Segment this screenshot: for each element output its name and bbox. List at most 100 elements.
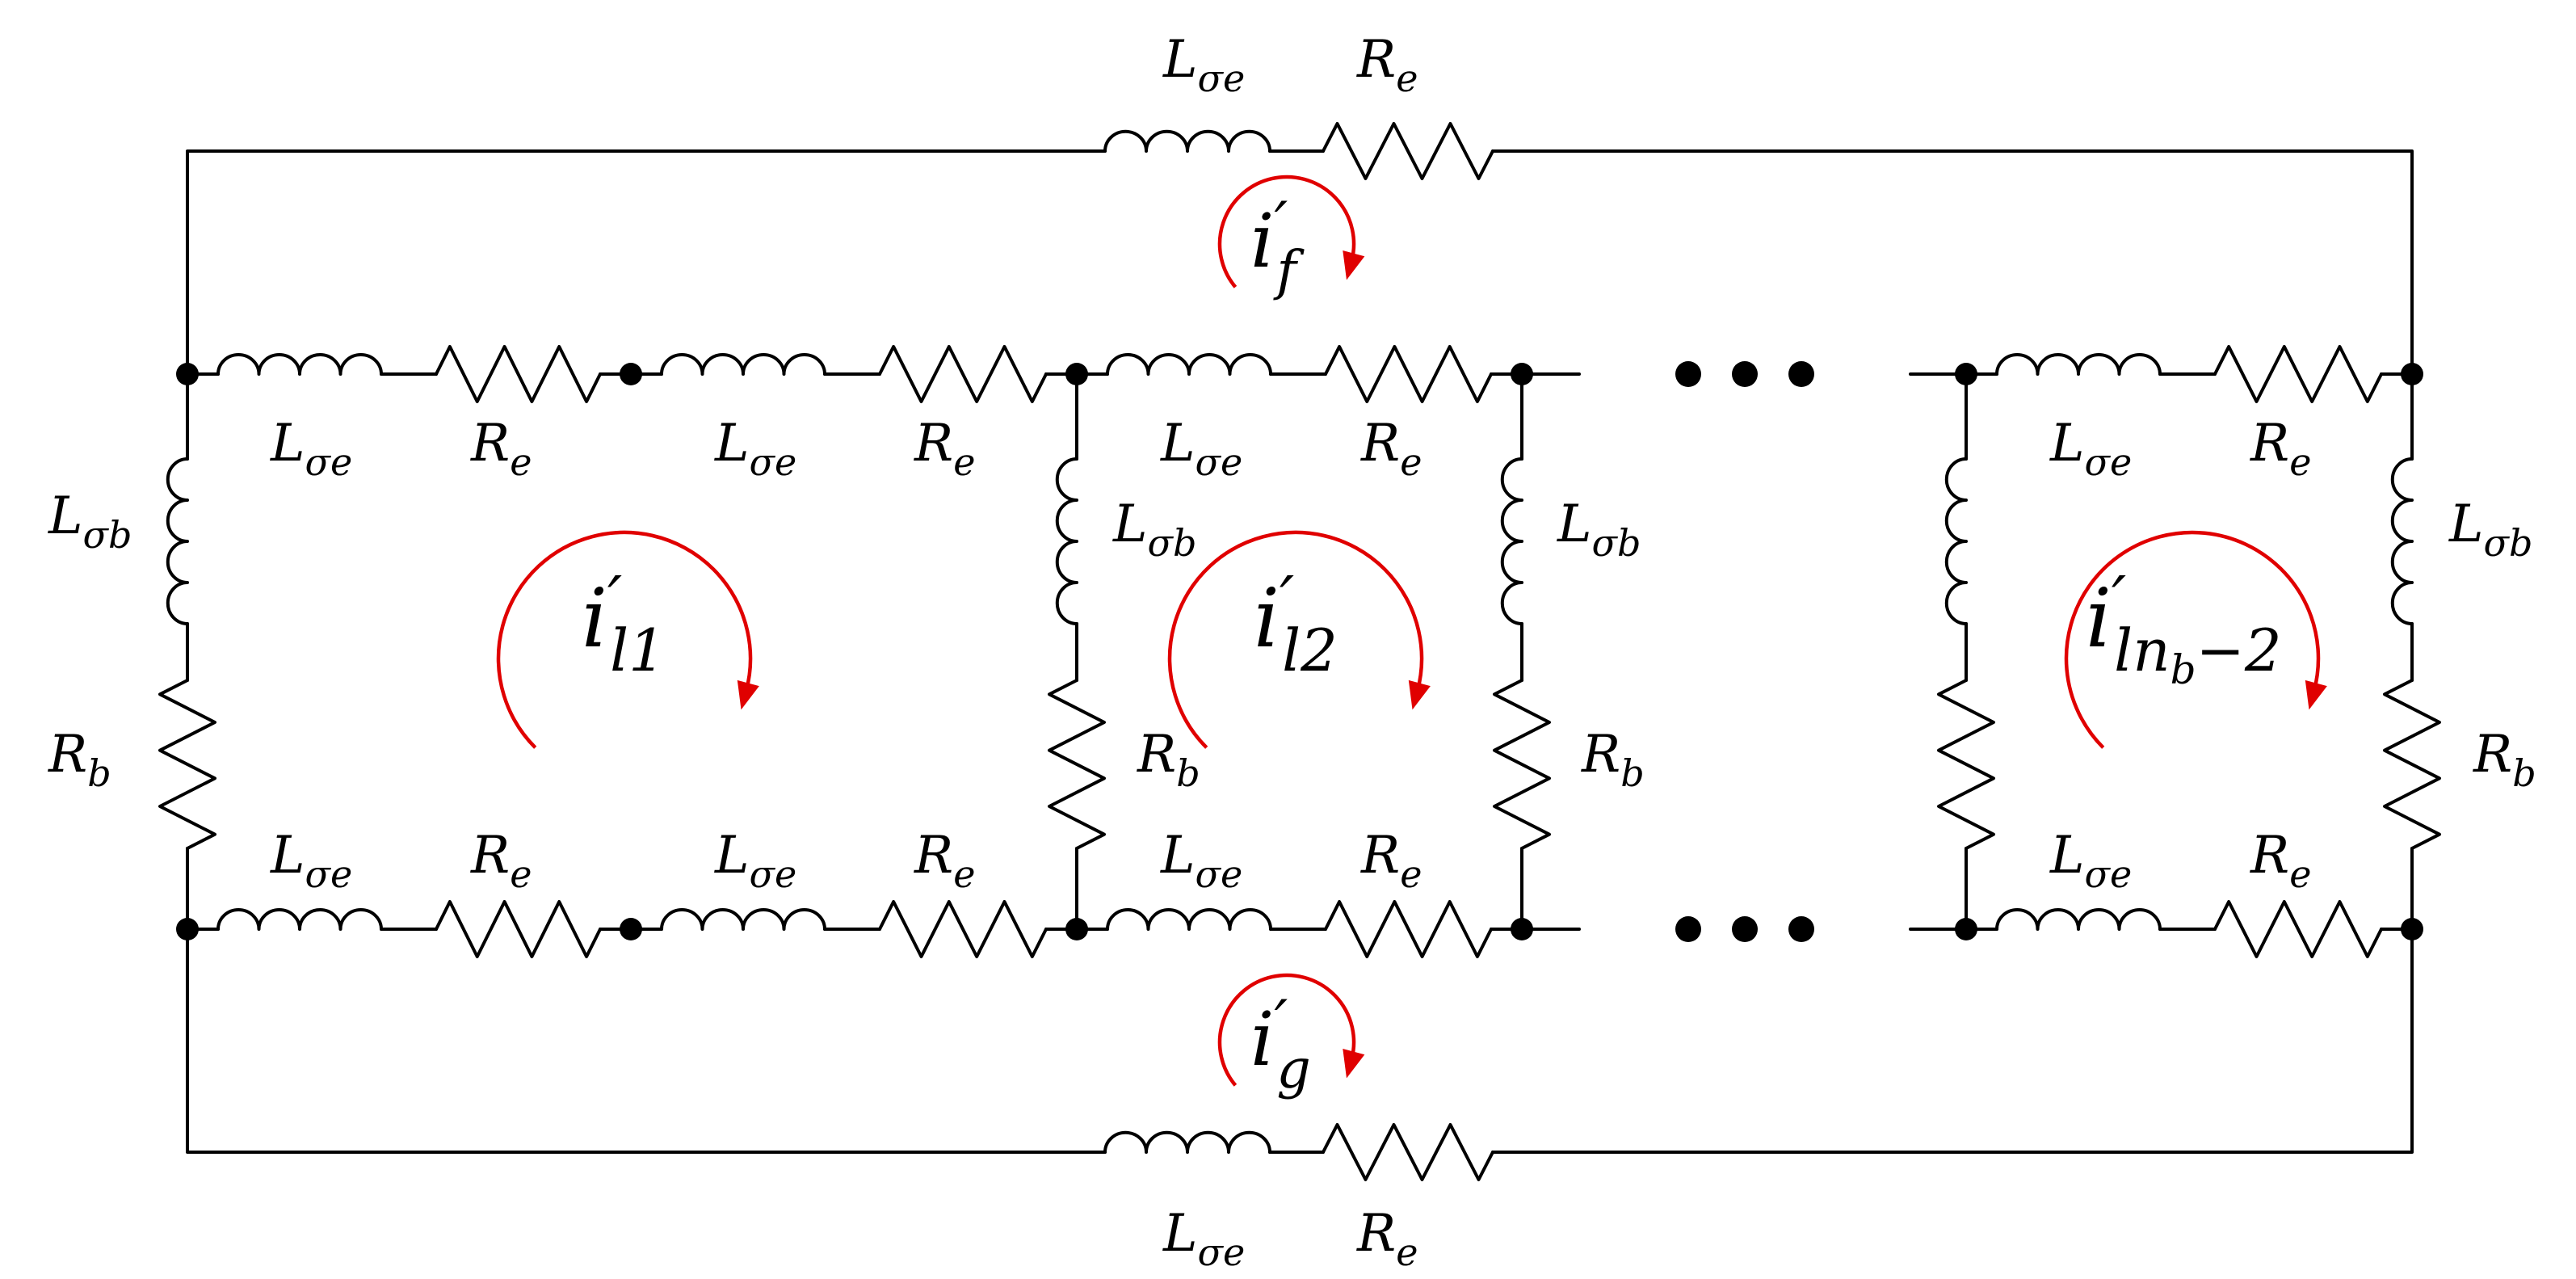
ellipsis-dot [1788, 916, 1814, 942]
label-bar-3-resistor: Rb [1581, 725, 1645, 795]
circuit-wires [158, 122, 2441, 1181]
label-ring-top-resistor-1: Re [470, 414, 532, 484]
ellipsis-dot [1675, 916, 1701, 942]
bar-1-resistor [158, 679, 216, 850]
outer-top-wire-left [186, 149, 1107, 376]
label-bar-3-inductor: Lσb [1557, 494, 1641, 565]
bar-n1-resistor [1937, 679, 1995, 850]
outer-bottom-inductor [1103, 1130, 1271, 1154]
label-ring-top-inductor-2: Lσe [714, 414, 796, 484]
label-bar-2-resistor: Rb [1137, 725, 1200, 795]
current-loop-g-arrowhead [1343, 1049, 1365, 1079]
junction-node [1955, 363, 1977, 385]
label-outer-top-inductor: Lσe [1162, 30, 1245, 100]
junction-node [1065, 918, 1088, 940]
bar-1-inductor [166, 457, 189, 625]
outer-top-resistor [1322, 122, 1494, 180]
current-loop-l1-arrowhead [737, 679, 759, 710]
label-bar-n2-inductor: Lσb [2448, 494, 2532, 565]
ring-bottom-n-inductor [1995, 908, 2162, 931]
ring-top-n-inductor [1995, 353, 2162, 376]
ring-bottom-1a-inductor [216, 908, 383, 931]
label-ring-top-resistor-4: Re [2250, 414, 2311, 484]
label-bar-1-inductor: Lσb [48, 486, 132, 557]
outer-bottom-resistor [1322, 1123, 1494, 1181]
junction-node [176, 363, 199, 385]
current-loop-f-arc [1217, 175, 1356, 288]
ring-bottom-1b-inductor [660, 908, 826, 931]
current-loop-l2-arc [1167, 530, 1424, 749]
ring-top-2-inductor [1106, 353, 1272, 376]
label-outer-bottom-inductor: Lσe [1162, 1204, 1245, 1274]
ring-bottom-n-resistor [2213, 900, 2383, 958]
label-outer-top-resistor: Re [1356, 30, 1418, 100]
label-ring-top-inductor-3: Lσe [1160, 414, 1242, 484]
current-label-l2: i′l2 [1254, 562, 1338, 684]
ring-bottom-2-inductor [1106, 908, 1272, 931]
ellipsis-dot [1788, 361, 1814, 387]
ring-bottom-1b-resistor [878, 900, 1048, 958]
junction-node [1511, 363, 1533, 385]
ring-top-1b-resistor [878, 345, 1048, 403]
label-ring-top-resistor-3: Re [1360, 414, 1422, 484]
current-loop-l1-arc [496, 530, 753, 749]
ellipsis-dot [1732, 916, 1758, 942]
ring-top-1b-inductor [660, 353, 826, 376]
bar-n2-resistor [2383, 679, 2441, 850]
ring-top-1a-resistor [435, 345, 602, 403]
outer-bottom-wire-left [186, 928, 1107, 1154]
circuit-nodes [176, 361, 2423, 942]
junction-node [176, 918, 199, 940]
current-loop-f-arrowhead [1343, 250, 1365, 280]
label-ring-bottom-inductor-3: Lσe [1160, 826, 1242, 896]
ring-top-2-resistor [1324, 345, 1493, 403]
current-label-g: i′g [1250, 988, 1311, 1100]
label-bar-2-inductor: Lσb [1112, 494, 1196, 565]
ring-top-1a-inductor [216, 353, 383, 376]
bar-3-resistor [1493, 679, 1551, 850]
label-ring-bottom-inductor-2: Lσe [714, 826, 796, 896]
junction-node [1065, 363, 1088, 385]
label-ring-bottom-resistor-1: Re [470, 826, 532, 896]
junction-node [1511, 918, 1533, 940]
label-bar-1-resistor: Rb [48, 725, 111, 795]
current-loop-g-arc [1217, 973, 1356, 1087]
current-loop-l2-arrowhead [1408, 679, 1431, 710]
label-ring-bottom-inductor-1: Lσe [270, 826, 352, 896]
ellipsis-dot [1732, 361, 1758, 387]
label-bar-n2-resistor: Rb [2473, 725, 2536, 795]
current-label-l1: i′l1 [582, 562, 666, 684]
current-label-f: i′f [1250, 190, 1305, 301]
label-ring-top-inductor-1: Lσe [270, 414, 352, 484]
outer-bottom-wire-right [1491, 928, 2414, 1154]
label-ring-top-inductor-4: Lσe [2049, 414, 2132, 484]
outer-top-inductor [1103, 129, 1271, 153]
label-ring-bottom-resistor-3: Re [1360, 826, 1422, 896]
current-loop-ln-arrowhead [2305, 679, 2327, 710]
bar-2-inductor [1055, 457, 1078, 625]
ring-top-n-resistor [2213, 345, 2383, 403]
ring-bottom-1a-resistor [435, 900, 602, 958]
current-loop-ln-arc [2064, 530, 2321, 749]
label-ring-bottom-resistor-4: Re [2250, 826, 2311, 896]
label-outer-bottom-resistor: Re [1356, 1204, 1418, 1274]
bar-2-resistor [1048, 679, 1106, 850]
bar-3-inductor [1500, 457, 1523, 625]
junction-node [2401, 363, 2423, 385]
bar-n1-inductor [1944, 457, 1968, 625]
ellipsis-dot [1675, 361, 1701, 387]
ring-bottom-2-resistor [1324, 900, 1493, 958]
bar-n2-inductor [2390, 457, 2414, 625]
label-ring-bottom-resistor-2: Re [914, 826, 975, 896]
current-label-ln: i′lnb−2 [2086, 562, 2282, 693]
outer-top-wire-right [1491, 149, 2414, 376]
junction-node [620, 363, 642, 385]
junction-node [620, 918, 642, 940]
label-ring-bottom-inductor-4: Lσe [2049, 826, 2132, 896]
junction-node [1955, 918, 1977, 940]
junction-node [2401, 918, 2423, 940]
current-loops [496, 175, 2327, 1087]
label-ring-top-resistor-2: Re [914, 414, 975, 484]
